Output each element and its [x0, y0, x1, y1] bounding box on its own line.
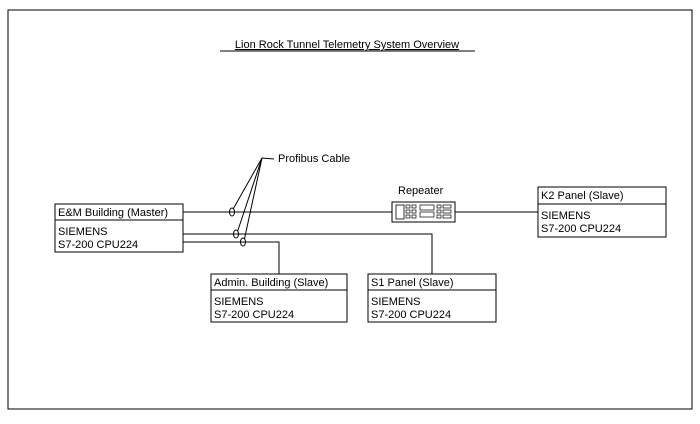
node-box	[537, 186, 667, 238]
node-title: Admin. Building (Slave)	[214, 277, 328, 289]
node-admin: Admin. Building (Slave) SIEMENS S7-200 C…	[210, 273, 348, 323]
leader-line	[261, 157, 275, 160]
node-model: S7-200 CPU224	[541, 223, 621, 235]
repeater-port	[436, 204, 442, 209]
profibus-cable	[183, 233, 433, 274]
node-model: S7-200 CPU224	[371, 309, 451, 321]
diagram-title: Lion Rock Tunnel Telemetry System Overvi…	[235, 39, 459, 51]
repeater-label: Repeater	[398, 185, 444, 197]
node-box	[210, 273, 348, 323]
cable-label: Profibus Cable	[278, 153, 350, 165]
repeater-port	[442, 214, 452, 219]
profibus-cable	[183, 241, 280, 274]
node-title: K2 Panel (Slave)	[541, 190, 624, 202]
repeater-module	[395, 204, 405, 220]
leader-line	[236, 157, 263, 234]
node-model: S7-200 CPU224	[214, 309, 294, 321]
node-box	[367, 273, 497, 323]
repeater-port	[442, 209, 452, 214]
repeater-led	[411, 214, 417, 219]
repeater-port	[442, 204, 452, 209]
node-title: S1 Panel (Slave)	[371, 277, 454, 289]
leader-line	[243, 157, 263, 242]
node-k2: K2 Panel (Slave) SIEMENS S7-200 CPU224	[537, 186, 667, 238]
outer-frame	[7, 9, 693, 410]
node-brand: SIEMENS	[214, 296, 264, 308]
node-brand: SIEMENS	[371, 296, 421, 308]
repeater-led	[405, 209, 411, 214]
repeater-led	[411, 204, 417, 209]
node-box	[54, 203, 184, 253]
node-model: S7-200 CPU224	[58, 239, 138, 251]
node-brand: SIEMENS	[58, 226, 108, 238]
repeater-led	[405, 204, 411, 209]
repeater-display	[419, 211, 435, 218]
node-brand: SIEMENS	[541, 210, 591, 222]
node-master: E&M Building (Master) SIEMENS S7-200 CPU…	[54, 203, 184, 253]
repeater-display	[419, 204, 435, 211]
repeater-led	[411, 209, 417, 214]
node-s1: S1 Panel (Slave) SIEMENS S7-200 CPU224	[367, 273, 497, 323]
node-title: E&M Building (Master)	[58, 207, 168, 219]
repeater-device: Repeater	[391, 185, 456, 223]
repeater-port	[436, 209, 442, 214]
repeater-port	[436, 214, 442, 219]
leader-line	[231, 157, 263, 212]
repeater-led	[405, 214, 411, 219]
